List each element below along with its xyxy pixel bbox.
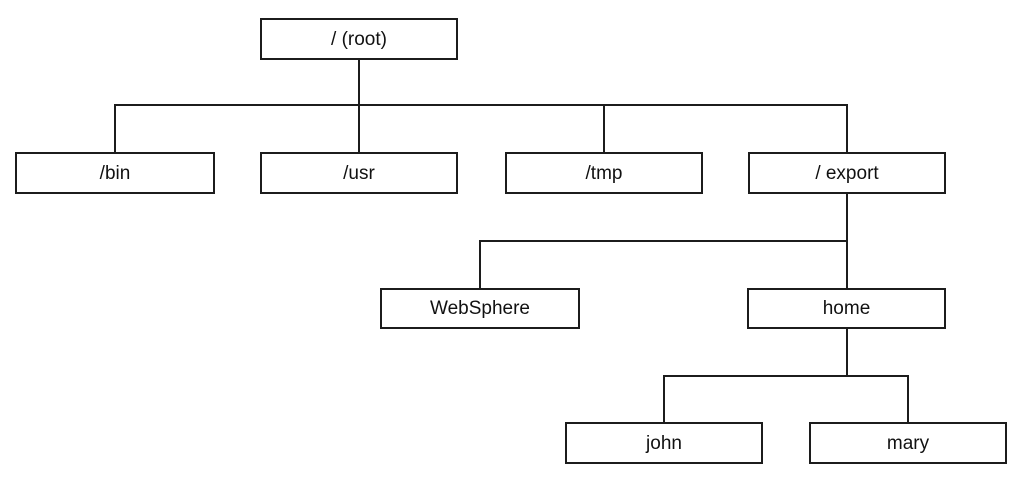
node-root-label: / (root) <box>331 28 387 50</box>
node-export: / export <box>748 152 946 194</box>
node-tmp-label: /tmp <box>585 162 623 184</box>
node-root: / (root) <box>260 18 458 60</box>
node-home-label: home <box>822 298 871 319</box>
node-usr: /usr <box>260 152 458 194</box>
node-websphere: WebSphere <box>380 288 580 329</box>
node-john: john <box>565 422 763 464</box>
node-home: home <box>747 288 946 329</box>
node-mary-label: mary <box>886 432 930 454</box>
node-bin-label: /bin <box>99 162 131 184</box>
node-websphere-label: WebSphere <box>430 298 530 319</box>
node-tmp: /tmp <box>505 152 703 194</box>
node-usr-label: /usr <box>343 162 375 184</box>
node-john-label: john <box>646 432 682 454</box>
node-export-label: / export <box>815 162 879 184</box>
node-bin: /bin <box>15 152 215 194</box>
node-mary: mary <box>809 422 1007 464</box>
